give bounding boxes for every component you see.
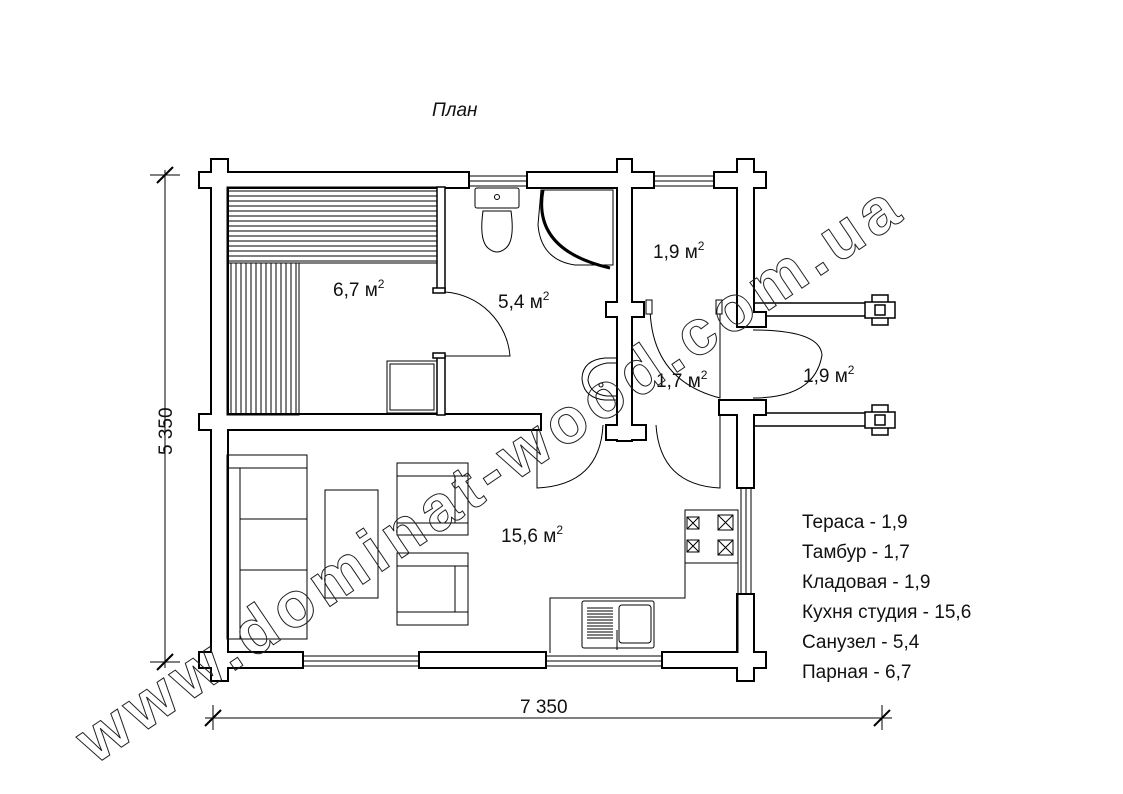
dimension-width (204, 705, 892, 730)
armchair-icon (396, 462, 469, 626)
shower-icon (537, 189, 614, 270)
dimension-height-label: 5 350 (156, 407, 177, 455)
room-area-vestibule: 1,7 м2 (656, 368, 708, 392)
windows (299, 175, 752, 667)
room-labels: 6,7 м2 5,4 м2 1,9 м2 1,7 м2 1,9 м2 15,6 … (333, 239, 855, 547)
watermark: www.dominat-wood.com.ua (62, 168, 917, 777)
room-area-steam: 6,7 м2 (333, 277, 385, 301)
kitchen-sink-icon (581, 600, 655, 650)
sauna-door-swing (444, 291, 511, 357)
legend-item: Парная - 6,7 (802, 662, 912, 683)
room-area-terrace: 1,9 м2 (803, 363, 855, 387)
legend-item: Санузел - 5,4 (802, 632, 920, 653)
dimension-width-label: 7 350 (520, 697, 568, 718)
legend-item: Кладовая - 1,9 (802, 572, 931, 593)
toilet-icon (474, 187, 520, 253)
doors (536, 299, 823, 489)
legend-item: Тамбур - 1,7 (802, 542, 910, 563)
coffee-table (324, 489, 379, 599)
stove-icon (686, 514, 734, 556)
terrace-railing (752, 294, 896, 436)
sofa-icon (226, 454, 308, 640)
kitchen-counter (549, 509, 739, 653)
room-area-bathroom: 5,4 м2 (498, 289, 550, 313)
room-area-kitchen-studio: 15,6 м2 (501, 523, 563, 547)
walls (198, 158, 767, 682)
room-area-storage: 1,9 м2 (653, 239, 705, 263)
legend-item: Тераса - 1,9 (802, 512, 908, 533)
washbasin-icon (581, 357, 617, 401)
sauna-benches (226, 186, 438, 416)
dimension-height (150, 166, 180, 671)
legend-item: Кухня студия - 15,6 (802, 602, 972, 623)
sauna-stove (386, 360, 438, 414)
area-legend: Тераса - 1,9 Тамбур - 1,7 Кладовая - 1,9… (802, 508, 971, 688)
plan-title: План (432, 100, 478, 121)
